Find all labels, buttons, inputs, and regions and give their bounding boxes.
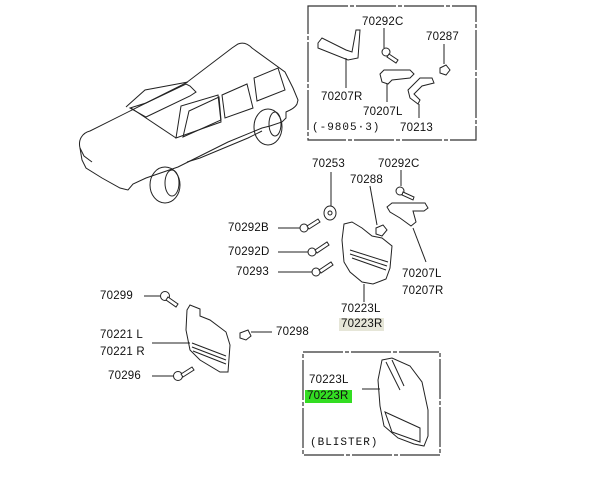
label-70292D[interactable]: 70292D — [228, 246, 270, 258]
label-70296[interactable]: 70296 — [108, 370, 141, 382]
top-box-date-note: (-9805·3) — [312, 122, 381, 134]
label-70207R-mid[interactable]: 70207R — [402, 285, 444, 297]
label-70223R-mid[interactable]: 70223R — [339, 318, 385, 331]
label-70298[interactable]: 70298 — [276, 326, 309, 338]
label-70292C-top[interactable]: 70292C — [362, 16, 404, 28]
rear-parts — [144, 291, 272, 381]
label-70207R-top[interactable]: 70207R — [321, 91, 363, 103]
label-70292C-mid[interactable]: 70292C — [378, 158, 420, 170]
blister-note: (BLISTER) — [310, 437, 379, 449]
vehicle-illustration — [79, 42, 299, 204]
label-70223R-blister-selected[interactable]: 70223R — [305, 390, 353, 403]
blister-part — [362, 357, 429, 447]
label-70287[interactable]: 70287 — [426, 31, 459, 43]
label-70213[interactable]: 70213 — [400, 122, 433, 134]
top-variant-box — [307, 5, 477, 141]
top-box-parts — [317, 28, 451, 118]
blister-variant-box — [302, 351, 441, 456]
label-70207L-mid[interactable]: 70207L — [402, 268, 442, 280]
label-70299[interactable]: 70299 — [100, 290, 133, 302]
label-70207L-top[interactable]: 70207L — [363, 106, 403, 118]
label-70293[interactable]: 70293 — [236, 266, 269, 278]
label-70223L-blister[interactable]: 70223L — [309, 374, 349, 386]
label-70221L[interactable]: 70221 L — [100, 329, 143, 341]
middle-parts — [278, 170, 429, 302]
label-70253[interactable]: 70253 — [312, 158, 345, 170]
label-70221R[interactable]: 70221 R — [100, 346, 145, 358]
label-70288[interactable]: 70288 — [350, 174, 383, 186]
label-70292B[interactable]: 70292B — [228, 222, 269, 234]
label-70223L-mid[interactable]: 70223L — [341, 303, 381, 315]
